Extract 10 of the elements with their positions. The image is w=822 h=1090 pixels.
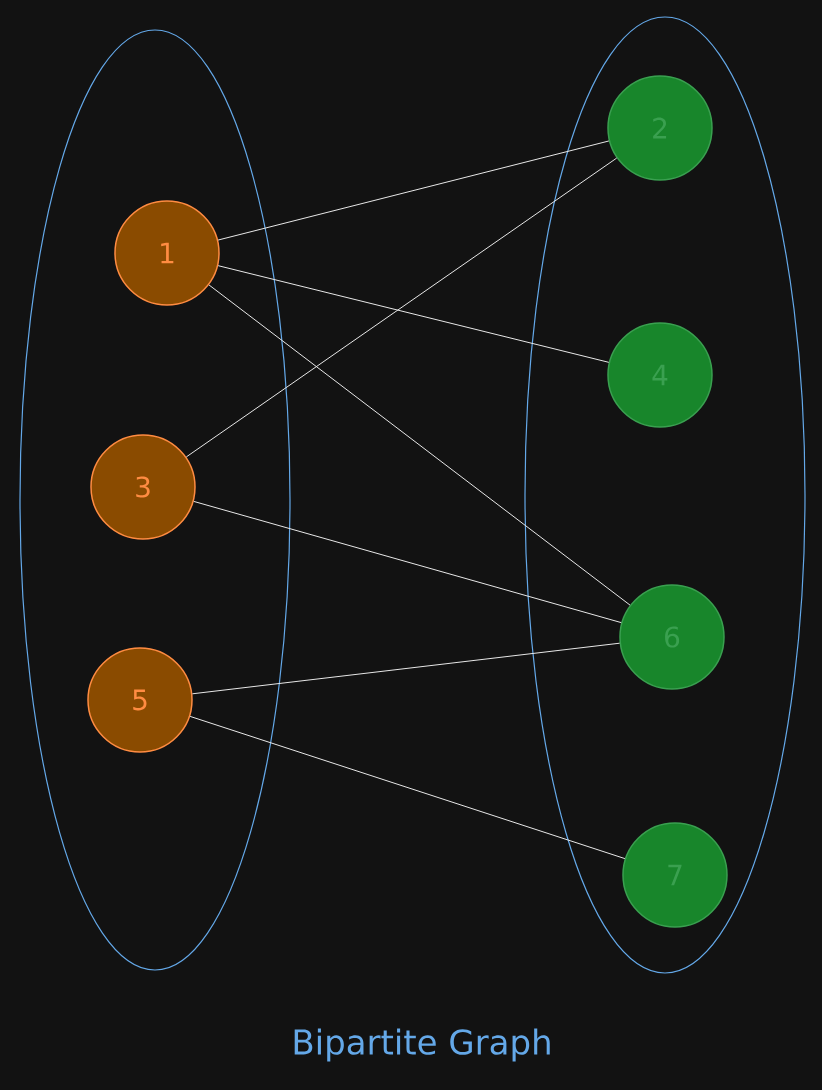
caption: Bipartite Graph	[294, 1028, 550, 1062]
edge-line	[189, 715, 626, 860]
edge-line	[191, 642, 621, 695]
edge-line	[217, 140, 610, 241]
group-ellipse	[19, 29, 291, 971]
group-ellipse	[524, 16, 806, 974]
edge-line	[217, 265, 610, 363]
edge-line	[193, 500, 622, 624]
edge-line	[208, 284, 631, 606]
edge-line	[185, 157, 618, 458]
